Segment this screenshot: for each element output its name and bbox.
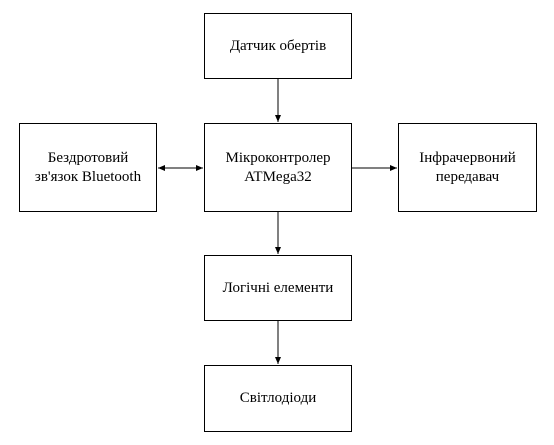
block-label: Інфрачервоний [419, 149, 516, 166]
block-logic-elements: Логічні елементи [204, 255, 352, 321]
block-label: Світлодіоди [239, 390, 317, 406]
block-leds: Світлодіоди [204, 365, 352, 432]
block-label: Логічні елементи [222, 279, 334, 296]
block-label: Датчик обертів [229, 37, 327, 54]
block-label: Бездротовий [47, 149, 129, 166]
block-label: ATMega32 [244, 168, 312, 185]
block-ir-transmitter: Інфрачервоний передавач [398, 123, 537, 212]
block-rotation-sensor: Датчик обертів [204, 13, 352, 79]
block-label: Мікроконтролер [225, 149, 331, 166]
block-label: передавач [435, 168, 500, 185]
block-label: зв'язок Bluetooth [34, 168, 142, 185]
block-microcontroller: Мікроконтролер ATMega32 [204, 123, 352, 212]
block-bluetooth: Бездротовий зв'язок Bluetooth [19, 123, 157, 212]
